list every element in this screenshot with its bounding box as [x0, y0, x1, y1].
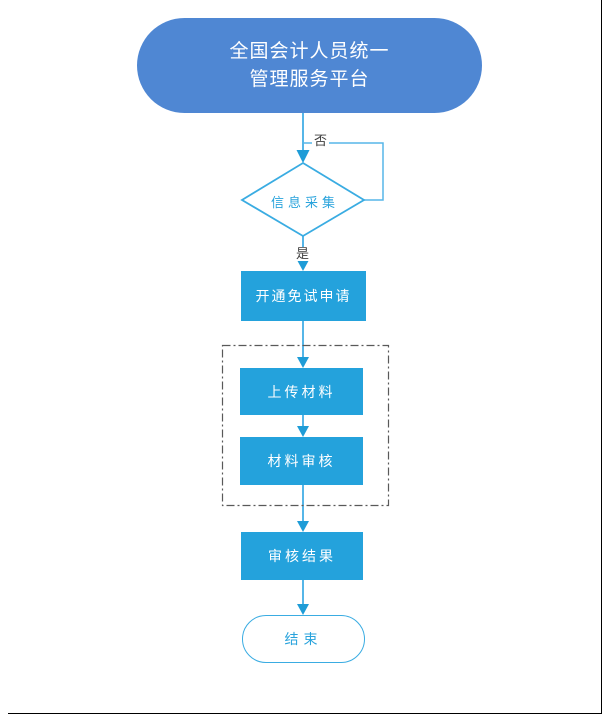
- subprocess-dashed-group: [221, 344, 390, 507]
- decision-node-label: 信息采集: [270, 195, 339, 210]
- process-open-application-label: 开通免试申请: [255, 288, 352, 304]
- end-node-label: 结束: [284, 631, 323, 647]
- no-branch-loop-line: [303, 142, 384, 201]
- yes-branch-label: 是: [294, 246, 312, 262]
- arrow-into-end-icon: [297, 604, 309, 615]
- process-material-review: 材料审核: [240, 437, 363, 485]
- arrow-into-decision-icon: [296, 150, 310, 163]
- page-border-right: [601, 0, 602, 714]
- arrow-into-step1-icon: [297, 260, 309, 271]
- end-node: 结束: [242, 615, 365, 663]
- process-review-result: 审核结果: [241, 532, 363, 580]
- start-node-line-1: 全国会计人员统一: [229, 40, 390, 62]
- process-open-application: 开通免试申请: [241, 271, 366, 321]
- page-border-bottom: [8, 713, 602, 714]
- arrow-into-step3-icon: [297, 426, 309, 437]
- process-upload-materials: 上传材料: [240, 368, 363, 415]
- arrow-into-step4-icon: [297, 521, 309, 532]
- decision-shape: [240, 161, 366, 238]
- process-material-review-label: 材料审核: [267, 453, 336, 469]
- start-node-line-2: 管理服务平台: [249, 68, 370, 90]
- no-branch-label: 否: [312, 133, 330, 149]
- process-review-result-label: 审核结果: [268, 548, 336, 564]
- process-upload-materials-label: 上传材料: [267, 383, 336, 400]
- arrow-into-step2-icon: [297, 357, 309, 368]
- start-node: 全国会计人员统一 管理服务平台: [137, 18, 482, 113]
